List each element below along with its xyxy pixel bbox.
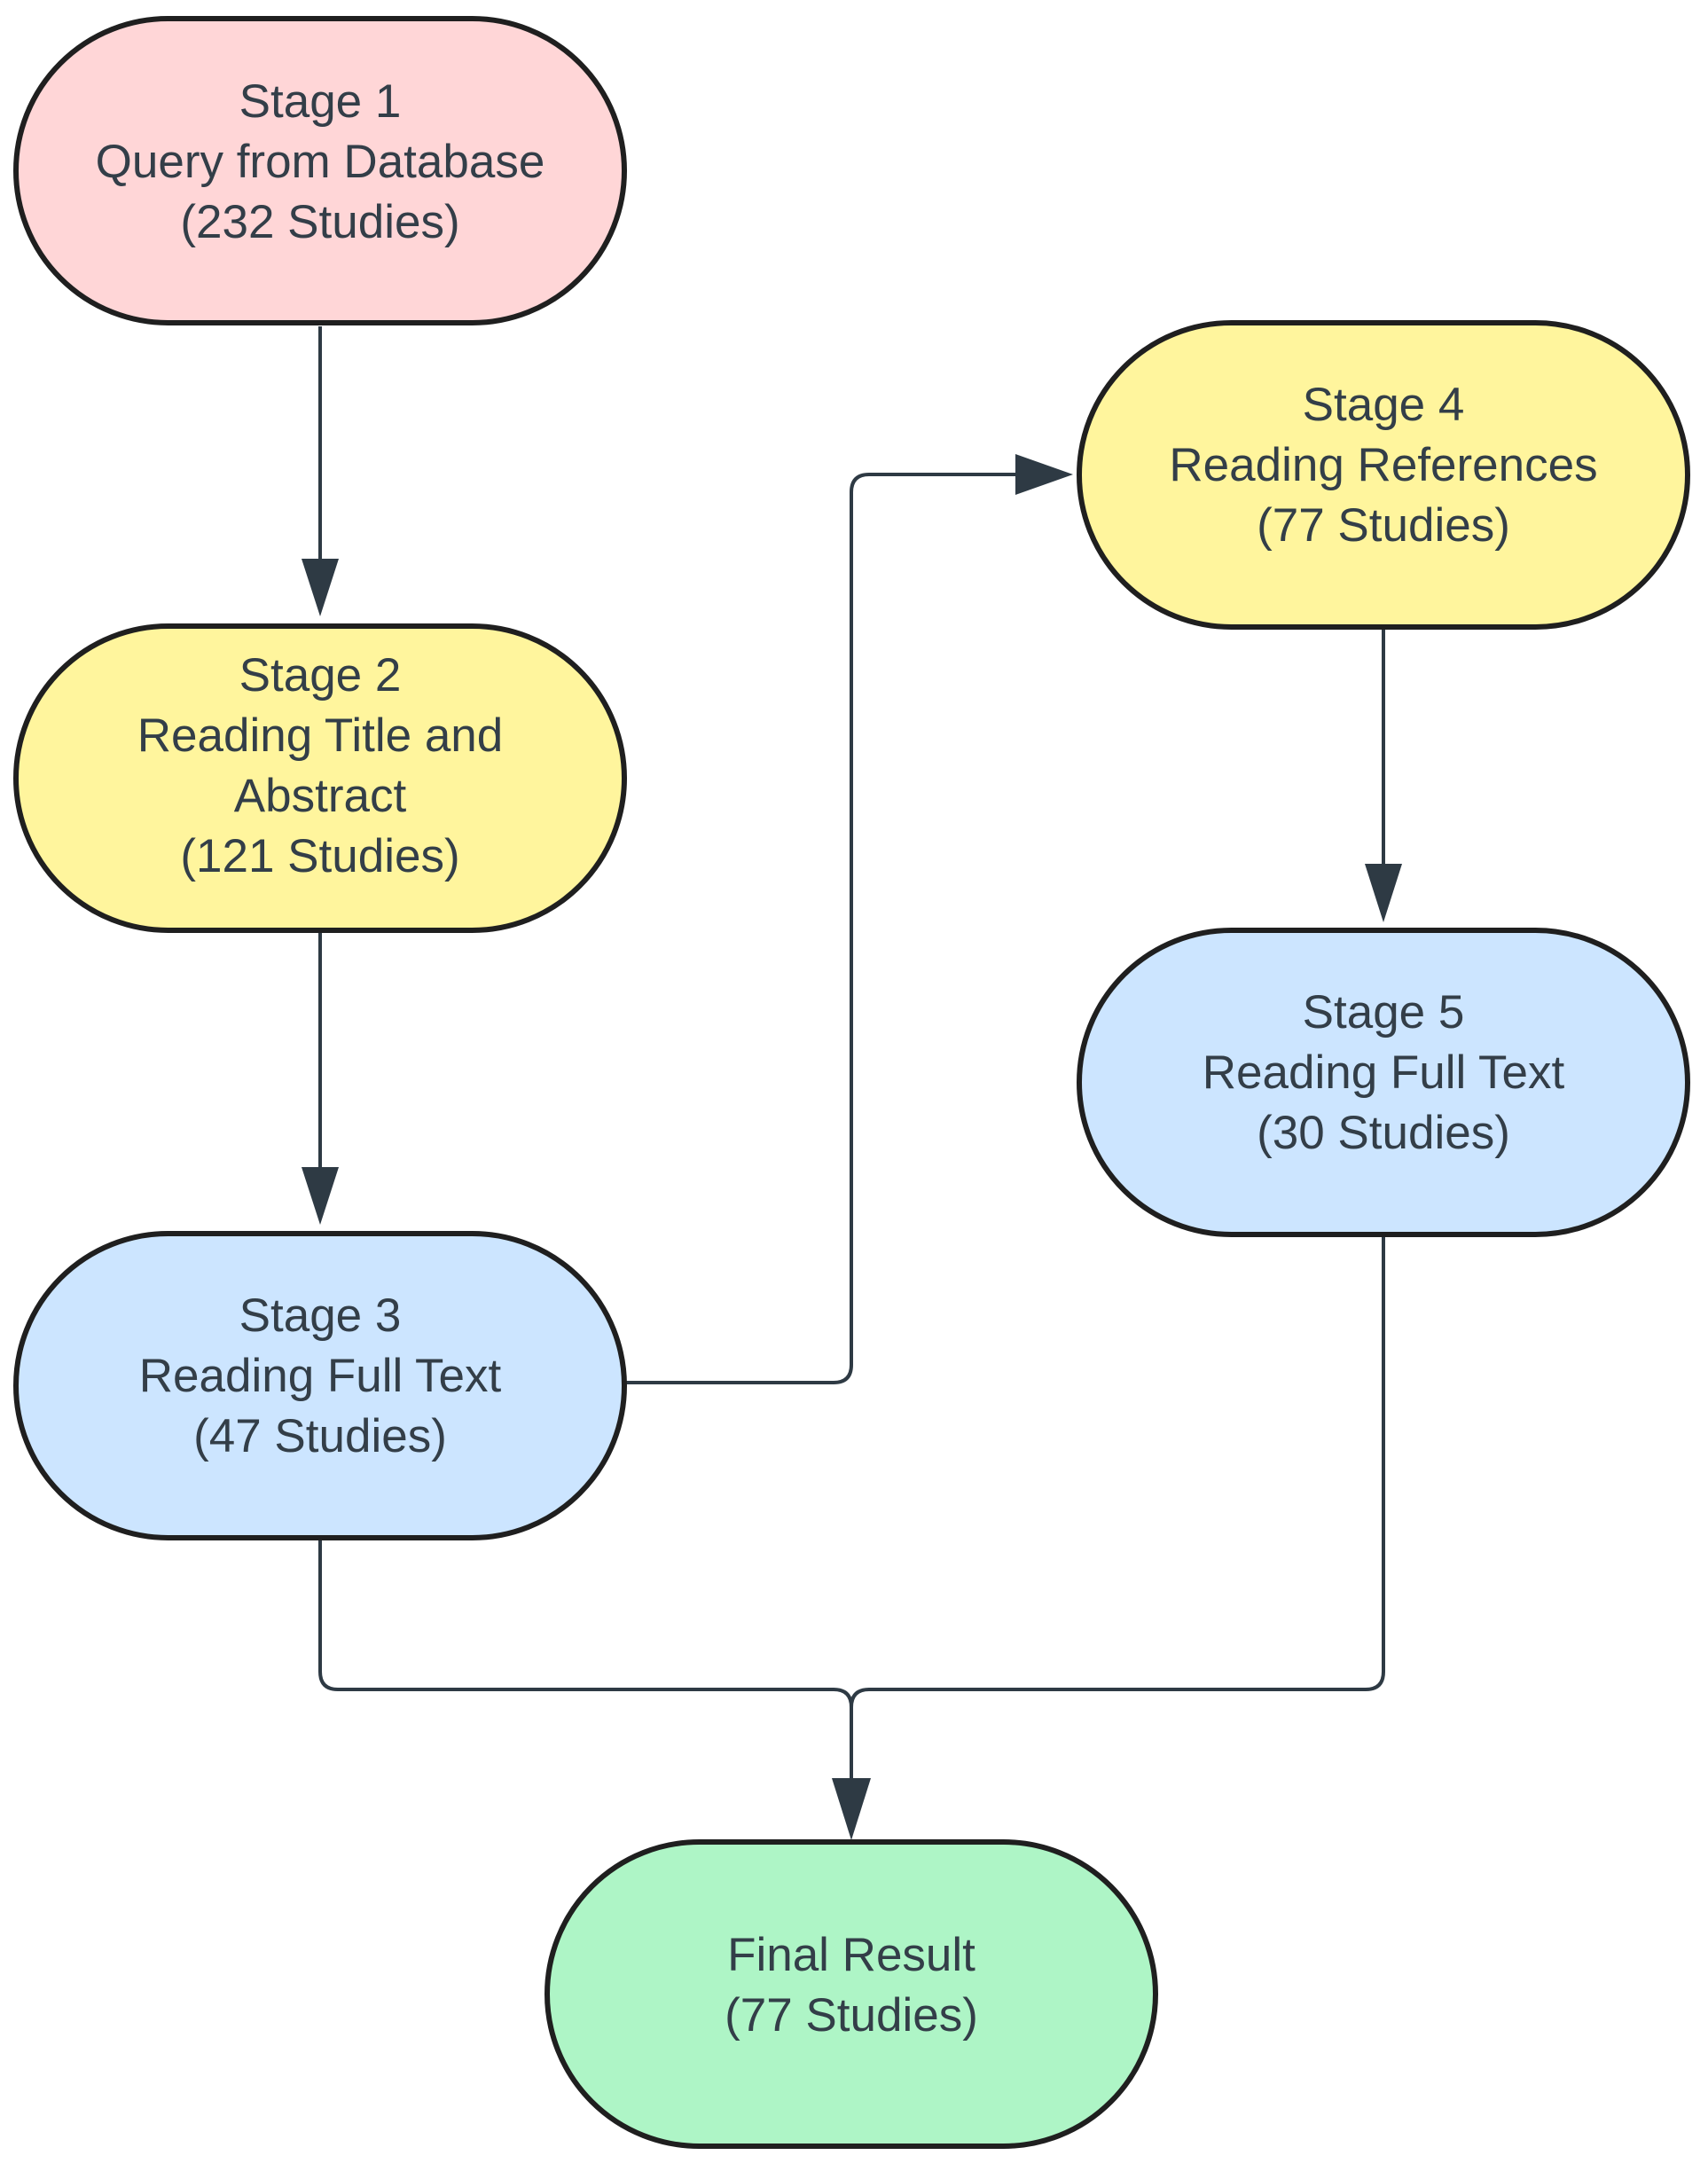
edge-stage3-to-final <box>318 1539 853 1791</box>
node-final-result-line-1: Final Result <box>727 1929 975 1981</box>
edge-stage3-to-stage4 <box>621 454 1073 1384</box>
edge-stage2-to-stage3 <box>302 931 339 1225</box>
node-stage-5-line-1: Stage 5 <box>1303 986 1465 1038</box>
node-stage-4-line-3: (77 Studies) <box>1257 499 1510 552</box>
node-stage-2: Stage 2 Reading Title and Abstract (121 … <box>13 623 627 933</box>
node-stage-1: Stage 1 Query from Database (232 Studies… <box>13 16 627 325</box>
node-final-result-line-2: (77 Studies) <box>725 1989 978 2042</box>
node-stage-4-line-2: Reading References <box>1169 439 1597 491</box>
node-stage-5-line-2: Reading Full Text <box>1203 1046 1565 1099</box>
node-final-result: Final Result (77 Studies) <box>545 1839 1158 2149</box>
node-stage-4-line-1: Stage 4 <box>1303 379 1465 431</box>
node-stage-5-line-3: (30 Studies) <box>1257 1107 1510 1159</box>
node-stage-1-line-3: (232 Studies) <box>180 196 459 248</box>
node-stage-3-line-2: Reading Full Text <box>139 1350 502 1402</box>
node-stage-3: Stage 3 Reading Full Text (47 Studies) <box>13 1231 627 1540</box>
edge-stage1-to-stage2 <box>302 326 339 616</box>
node-stage-5: Stage 5 Reading Full Text (30 Studies) <box>1077 928 1690 1237</box>
edge-stage5-to-final <box>832 1235 1385 1840</box>
node-stage-2-line-3: Abstract <box>234 770 407 822</box>
node-stage-1-line-2: Query from Database <box>96 136 545 188</box>
node-stage-1-line-1: Stage 1 <box>239 75 402 128</box>
node-stage-2-line-2: Reading Title and <box>137 709 504 762</box>
node-stage-2-line-4: (121 Studies) <box>180 830 459 882</box>
node-stage-3-line-3: (47 Studies) <box>193 1410 447 1462</box>
edge-stage4-to-stage5 <box>1365 630 1402 922</box>
node-stage-4: Stage 4 Reading References (77 Studies) <box>1077 320 1690 630</box>
node-stage-3-line-1: Stage 3 <box>239 1289 402 1342</box>
node-stage-2-line-1: Stage 2 <box>239 649 402 701</box>
